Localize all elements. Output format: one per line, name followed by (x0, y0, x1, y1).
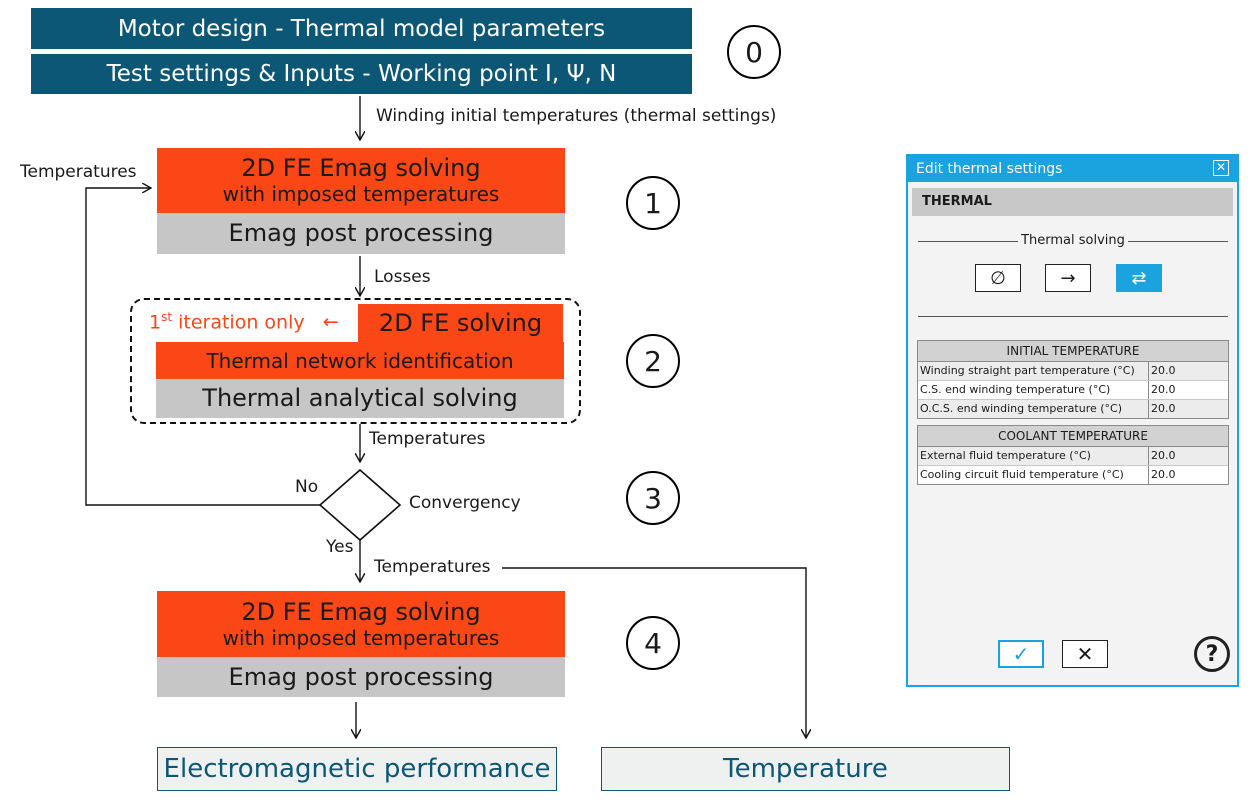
emag-solving-subtitle-1: with imposed temperatures (222, 182, 500, 206)
no-label: No (295, 477, 319, 497)
step-0-badge: 0 (727, 25, 781, 79)
mode-none-button[interactable]: ∅ (975, 264, 1021, 292)
cancel-button[interactable]: ✕ (1062, 640, 1108, 668)
row-label: Winding straight part temperature (°C) (918, 362, 1149, 380)
temperatures-label-2: Temperatures (369, 429, 486, 449)
thermal-analytical-solving-block: Thermal analytical solving (156, 379, 564, 418)
emag-post-label-1: Emag post processing (228, 219, 494, 247)
step-3-badge: 3 (626, 471, 680, 525)
step-4-badge: 4 (626, 616, 680, 670)
emag-solving-title-1: 2D FE Emag solving (241, 154, 481, 182)
iteration-ordinal: st (161, 310, 173, 324)
help-icon[interactable]: ? (1194, 636, 1230, 672)
emag-post-processing-1: Emag post processing (157, 213, 565, 254)
losses-label: Losses (374, 267, 431, 287)
mode-coupled-button[interactable]: ⇄ (1116, 264, 1162, 292)
table-row: External fluid temperature (°C) 20.0 (918, 447, 1228, 466)
dialog-title: Edit thermal settings (916, 161, 1063, 177)
coolant-temperature-header: COOLANT TEMPERATURE (918, 426, 1228, 447)
fe-solving-label: 2D FE solving (378, 308, 543, 337)
table-row: Cooling circuit fluid temperature (°C) 2… (918, 466, 1228, 484)
header-line1: Motor design - Thermal model parameters (117, 15, 606, 42)
emag-solving-block-1: 2D FE Emag solving with imposed temperat… (157, 148, 565, 213)
emag-post-processing-4: Emag post processing (157, 657, 565, 697)
thermal-iteration-group (130, 298, 581, 424)
row-label: External fluid temperature (°C) (918, 447, 1149, 465)
row-value-input[interactable]: 20.0 (1151, 468, 1176, 481)
convergency-label: Convergency (409, 493, 521, 513)
initial-temperature-header: INITIAL TEMPERATURE (918, 341, 1228, 362)
mode-one-way-button[interactable]: → (1045, 264, 1091, 292)
first-iteration-note: 1st iteration only ← (149, 310, 339, 333)
row-value-input[interactable]: 20.0 (1151, 402, 1176, 415)
row-label: O.C.S. end winding temperature (°C) (918, 400, 1149, 418)
output-temperature: Temperature (601, 747, 1010, 791)
thermal-solving-label: Thermal solving (1021, 233, 1125, 248)
header-test-settings: Test settings & Inputs - Working point I… (31, 54, 692, 94)
iteration-number: 1 (149, 311, 162, 334)
dialog-title-bar: Edit thermal settings ✕ (908, 156, 1237, 182)
decision-diamond (318, 468, 402, 542)
iteration-text: iteration only (172, 311, 305, 334)
row-value-input[interactable]: 20.0 (1151, 383, 1176, 396)
thermal-solving-divider-left (918, 241, 1018, 242)
step-2-badge: 2 (626, 334, 680, 388)
table-row: O.C.S. end winding temperature (°C) 20.0 (918, 400, 1228, 418)
network-id-label: Thermal network identification (206, 348, 514, 373)
coolant-temperature-table: COOLANT TEMPERATURE External fluid tempe… (917, 425, 1229, 485)
flow-connectors (85, 96, 900, 803)
edit-thermal-settings-dialog: Edit thermal settings ✕ THERMAL Thermal … (906, 154, 1239, 687)
thermal-solving-divider-right (1128, 241, 1228, 242)
emag-solving-block-4: 2D FE Emag solving with imposed temperat… (157, 591, 565, 657)
row-label: Cooling circuit fluid temperature (°C) (918, 466, 1149, 484)
thermal-network-identification-block: Thermal network identification (156, 342, 564, 379)
fe-solving-block: 2D FE solving (358, 304, 563, 342)
row-value-input[interactable]: 20.0 (1151, 364, 1176, 377)
yes-label: Yes (326, 537, 354, 557)
coolant-temperature-rows: External fluid temperature (°C) 20.0 Coo… (918, 447, 1228, 484)
close-icon[interactable]: ✕ (1213, 160, 1229, 176)
emag-post-label-4: Emag post processing (228, 662, 494, 691)
header-line2: Test settings & Inputs - Working point I… (106, 61, 617, 87)
temperatures-label-3: Temperatures (374, 557, 491, 577)
section-divider (918, 316, 1228, 317)
analytical-label: Thermal analytical solving (202, 384, 518, 412)
header-motor-design: Motor design - Thermal model parameters (31, 8, 692, 49)
ok-button[interactable]: ✓ (998, 640, 1044, 668)
initial-temperature-rows: Winding straight part temperature (°C) 2… (918, 362, 1228, 418)
initial-temperatures-label: Winding initial temperatures (thermal se… (376, 106, 777, 126)
row-value-input[interactable]: 20.0 (1151, 449, 1176, 462)
feedback-loop-line (85, 188, 320, 506)
table-row: Winding straight part temperature (°C) 2… (918, 362, 1228, 381)
table-row: C.S. end winding temperature (°C) 20.0 (918, 381, 1228, 400)
step-1-badge: 1 (626, 176, 680, 230)
thermal-section-header: THERMAL (912, 188, 1233, 216)
emag-solving-subtitle-4: with imposed temperatures (222, 625, 500, 650)
emag-solving-title-4: 2D FE Emag solving (241, 597, 481, 626)
feedback-temperatures-label: Temperatures (20, 162, 137, 182)
output-electromagnetic-performance: Electromagnetic performance (157, 747, 557, 791)
iteration-arrow: ← (322, 311, 339, 334)
row-label: C.S. end winding temperature (°C) (918, 381, 1149, 399)
initial-temperature-table: INITIAL TEMPERATURE Winding straight par… (917, 340, 1229, 419)
temperature-output-line (502, 567, 806, 738)
